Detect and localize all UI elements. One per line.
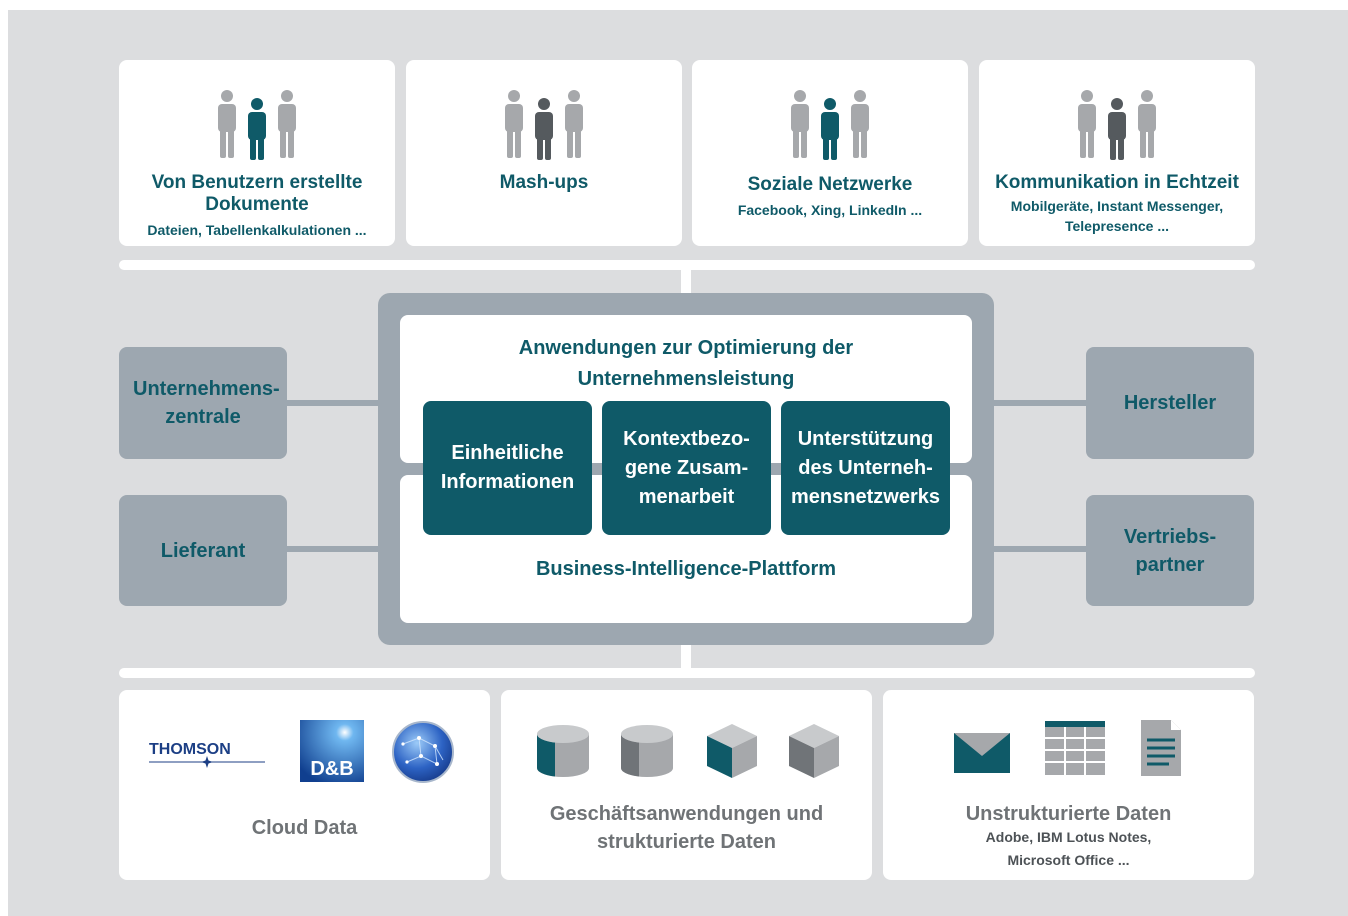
document-icon [1141, 720, 1181, 776]
connector-line [990, 546, 1088, 552]
top-vertical-connector [681, 265, 691, 295]
dnb-logo: D&B [300, 720, 364, 782]
card-title: Unstrukturierte Daten [965, 803, 1172, 825]
card-cloud-data: THOMSON D&B Cloud Data [119, 690, 490, 880]
card-subtitle: Dateien, Tabellenkalkulationen ... [147, 222, 367, 238]
people-group-icon [218, 90, 296, 160]
spreadsheet-icon [1045, 721, 1105, 775]
card-realtime-communication: Kommunikation in Echtzeit Mobilgeräte, I… [979, 60, 1255, 246]
mail-icon [954, 733, 1010, 773]
card-subtitle: Facebook, Xing, LinkedIn ... [737, 202, 923, 218]
card-mashups: Mash-ups [406, 60, 682, 246]
thomson-logo: THOMSON [149, 741, 265, 768]
database-teal-icon [537, 725, 589, 777]
card-title: Cloud Data [251, 817, 358, 839]
bottom-vertical-connector [681, 643, 691, 673]
applications-title: Anwendungen zur Optimierung der Unterneh… [518, 337, 854, 390]
svg-text:D&B: D&B [310, 758, 353, 780]
box-label: Hersteller [1123, 392, 1217, 414]
card-title: Von Benutzern erstellte Dokumente [151, 172, 363, 215]
diagram-canvas: Von Benutzern erstellte Dokumente Dateie… [8, 10, 1348, 916]
box-sales-partner: Vertriebs-partner [1086, 495, 1254, 606]
connector-line [287, 400, 382, 406]
module-label: Unterstützung des Unterneh-mensnetzwerks [791, 427, 940, 508]
card-title: Kommunikation in Echtzeit [995, 172, 1239, 193]
people-group-icon [1078, 90, 1156, 160]
module-business-network-support: Unterstützung des Unterneh-mensnetzwerks [781, 401, 950, 535]
bi-platform-title: Business-Intelligence-Plattform [535, 558, 837, 580]
box-supplier: Lieferant [119, 495, 287, 606]
people-group-icon [505, 90, 583, 160]
module-label: Einheitliche Informationen [440, 442, 575, 493]
card-subtitle: Adobe, IBM Lotus Notes, Microsoft Office… [985, 829, 1152, 868]
card-social-networks: Soziale Netzwerke Facebook, Xing, Linked… [692, 60, 968, 246]
card-business-applications: Geschäftsanwendungen und strukturierte D… [501, 690, 872, 880]
card-title: Mash-ups [499, 172, 589, 193]
card-title: Geschäftsanwendungen und strukturierte D… [549, 803, 824, 853]
connector-line [287, 546, 382, 552]
module-contextual-collaboration: Kontextbezo-gene Zusam-menarbeit [602, 401, 771, 535]
cube-grey-icon [789, 724, 839, 778]
box-label: Lieferant [160, 539, 246, 562]
module-label: Kontextbezo-gene Zusam-menarbeit [623, 427, 750, 508]
people-group-icon [791, 90, 869, 160]
platform-frame: Anwendungen zur Optimierung der Unterneh… [378, 293, 994, 645]
globe-icon [392, 721, 454, 783]
svg-text:THOMSON: THOMSON [149, 741, 231, 758]
database-grey-icon [621, 725, 673, 777]
card-user-documents: Von Benutzern erstellte Dokumente Dateie… [119, 60, 395, 246]
card-subtitle: Mobilgeräte, Instant Messenger, Telepres… [1010, 198, 1224, 234]
card-title: Soziale Netzwerke [747, 174, 913, 195]
box-label: Unternehmens-zentrale [133, 378, 280, 428]
card-unstructured-data: Unstrukturierte Daten Adobe, IBM Lotus N… [883, 690, 1254, 880]
box-manufacturer: Hersteller [1086, 347, 1254, 459]
box-label: Vertriebs-partner [1123, 525, 1217, 576]
bottom-connector-bar [119, 668, 1255, 678]
box-headquarters: Unternehmens-zentrale [119, 347, 287, 459]
cube-teal-icon [707, 724, 757, 778]
connector-line [990, 400, 1088, 406]
module-unified-information: Einheitliche Informationen [423, 401, 592, 535]
